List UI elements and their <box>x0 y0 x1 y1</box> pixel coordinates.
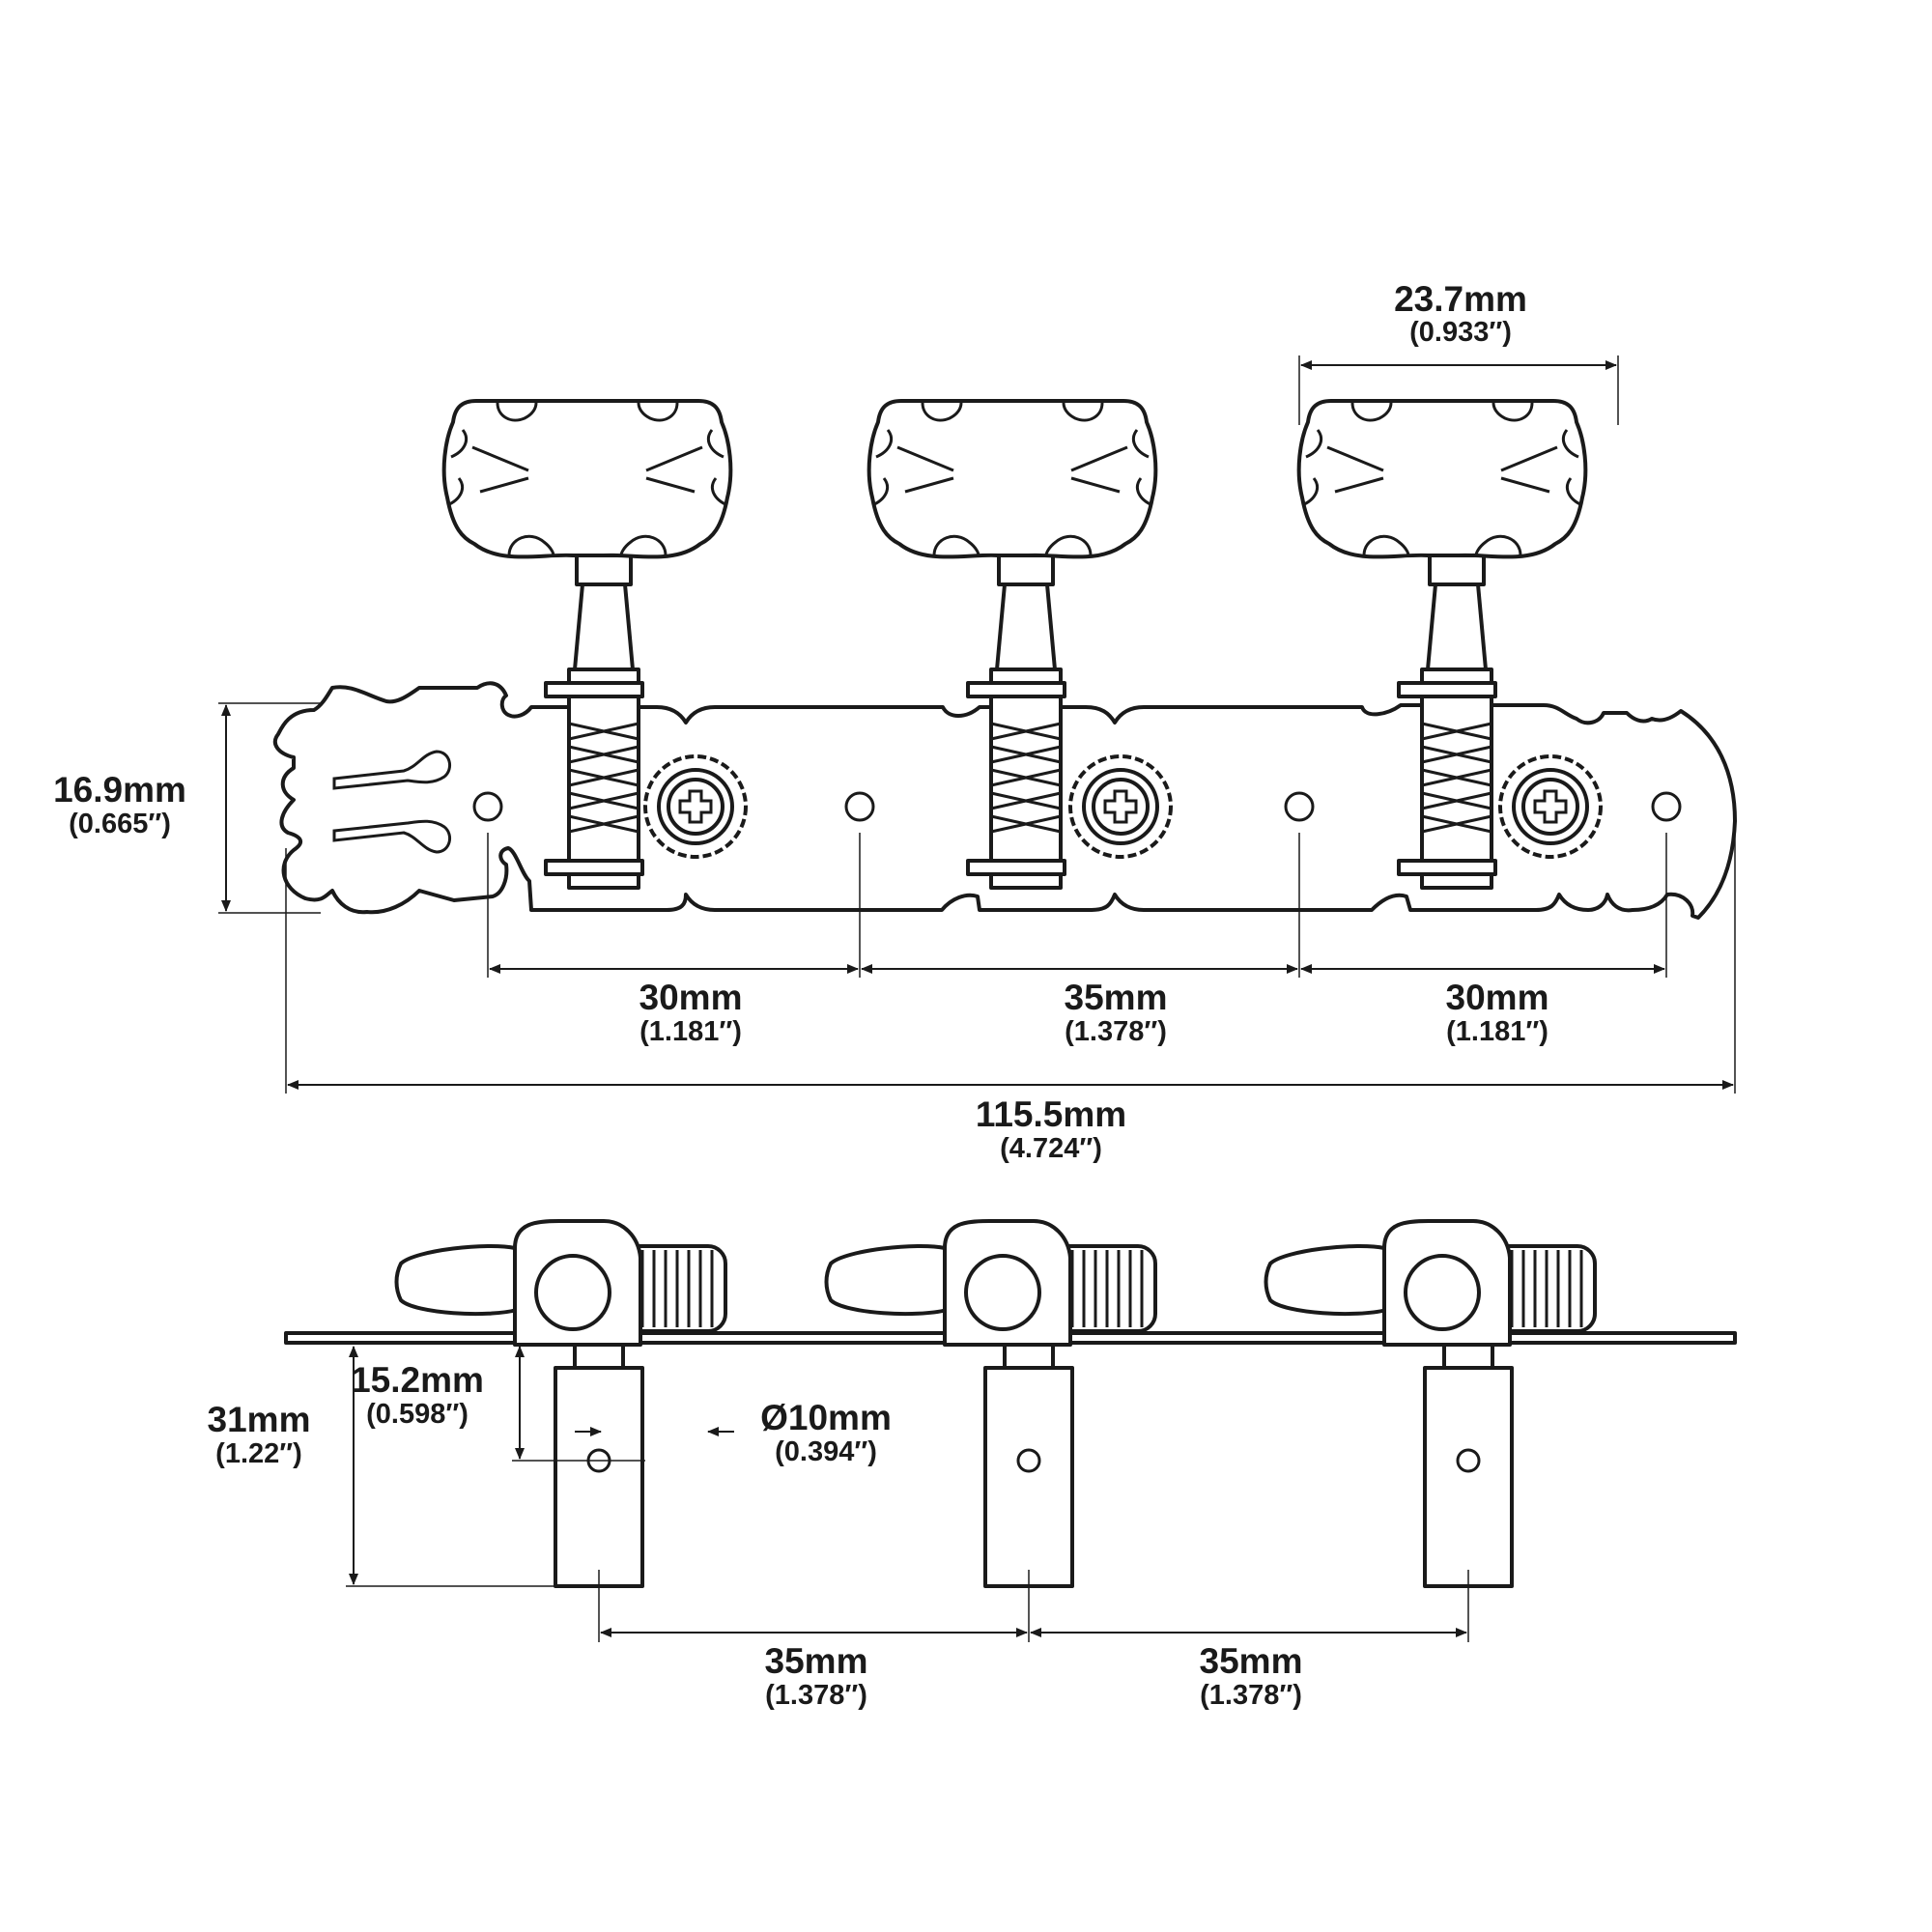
dim-spacing-top-1-inch: (1.181″) <box>639 1016 742 1047</box>
dim-spacing-top-3-inch: (1.181″) <box>1446 1016 1548 1047</box>
dim-post-height-inch: (1.22″) <box>215 1438 302 1469</box>
top-view <box>272 399 1737 920</box>
dim-hole-height-inch: (0.598″) <box>366 1399 469 1430</box>
mounting-hole <box>844 791 875 822</box>
dim-overall-length-inch: (4.724″) <box>1000 1133 1102 1164</box>
dim-spacing-bottom-2-mm: 35mm <box>1200 1641 1303 1681</box>
dim-spacing-top-1-mm: 30mm <box>639 978 743 1017</box>
dim-post-diameter-mm: Ø10mm <box>760 1398 892 1437</box>
dim-plate-height-mm: 16.9mm <box>53 770 186 810</box>
dim-spacing-bottom-1-inch: (1.378″) <box>765 1680 867 1711</box>
dim-hole-height-mm: 15.2mm <box>351 1360 484 1400</box>
dim-overall-length-mm: 115.5mm <box>976 1094 1126 1134</box>
dim-button-width-inch: (0.933″) <box>1409 317 1512 348</box>
mounting-hole <box>1651 791 1682 822</box>
plate-scroll-slot <box>332 819 452 854</box>
mounting-hole <box>1284 791 1315 822</box>
dim-spacing-bottom-1-mm: 35mm <box>765 1641 868 1681</box>
dim-post-spacing: 35mm (1.378″) 35mm (1.378″) <box>598 1570 1469 1711</box>
dim-plate-height-inch: (0.665″) <box>69 809 171 839</box>
dim-overall-length: 115.5mm (4.724″) <box>285 826 1736 1164</box>
mounting-hole <box>472 791 503 822</box>
dim-plate-height: 16.9mm (0.665″) <box>53 702 321 914</box>
dim-spacing-bottom-2-inch: (1.378″) <box>1200 1680 1302 1711</box>
dim-hole-height: 15.2mm (0.598″) <box>351 1346 645 1462</box>
dim-button-width-mm: 23.7mm <box>1394 279 1527 319</box>
plate-scroll-slot <box>332 750 452 790</box>
dim-post-height: 31mm (1.22″) <box>208 1346 555 1587</box>
dim-spacing-top-2-inch: (1.378″) <box>1065 1016 1167 1047</box>
dim-hole-spacing-top: 30mm (1.181″) 35mm (1.378″) 30mm (1.181″… <box>487 833 1667 1047</box>
dim-spacing-top-3-mm: 30mm <box>1446 978 1549 1017</box>
dim-post-height-mm: 31mm <box>208 1400 311 1439</box>
dim-post-diameter: Ø10mm (0.394″) <box>575 1398 892 1467</box>
side-tuner-unit-3 <box>1264 1219 1597 1588</box>
dim-spacing-top-2-mm: 35mm <box>1065 978 1168 1017</box>
dim-post-diameter-inch: (0.394″) <box>775 1436 877 1467</box>
side-view <box>284 1219 1737 1588</box>
dim-button-width: 23.7mm (0.933″) <box>1298 279 1619 425</box>
